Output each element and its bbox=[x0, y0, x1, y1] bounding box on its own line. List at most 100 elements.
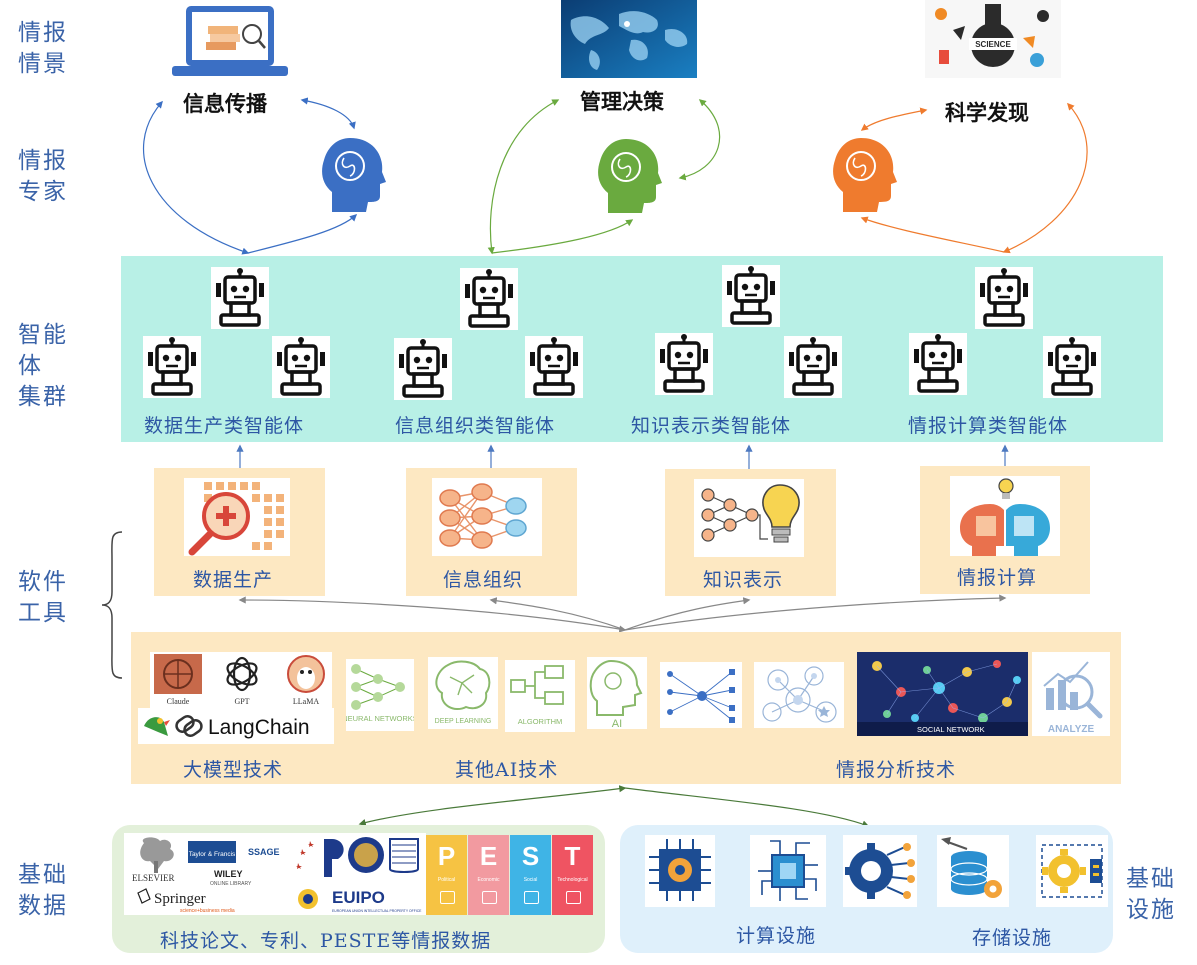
network-graph-icon bbox=[667, 669, 735, 723]
springer-text: Springer bbox=[154, 891, 206, 907]
pest-glyph-icon bbox=[482, 891, 497, 904]
taylor-francis-text: Taylor & Francis bbox=[189, 851, 236, 858]
storage-tile-database bbox=[937, 835, 1009, 907]
springer-sub-text: science+business media bbox=[180, 908, 235, 914]
robot-icon bbox=[394, 338, 452, 404]
robot-icon bbox=[525, 336, 583, 402]
level-expert-line1: 情报 bbox=[18, 148, 68, 174]
agent-label-info-organization: 信息组织类智能体 bbox=[395, 415, 556, 437]
pest-letter: S bbox=[521, 841, 540, 871]
scenario-label-info-dissemination: 信息传播 bbox=[183, 92, 267, 116]
compute-tile-circuit bbox=[750, 835, 826, 907]
tool-image-info-organization bbox=[432, 478, 542, 556]
ai-tile-deep-learning: DEEP LEARNING bbox=[428, 657, 498, 729]
langchain-logo-icon: LangChain bbox=[144, 715, 310, 739]
ai-tile-neural-networks: NEURAL NETWORKS bbox=[342, 659, 418, 731]
level-agents: 智能体 集群 bbox=[18, 320, 88, 413]
analyze-text: ANALYZE bbox=[1048, 724, 1095, 735]
gear-server-icon bbox=[1041, 844, 1103, 898]
robot-icon bbox=[460, 268, 518, 334]
pest-block-economic: E Economic bbox=[468, 835, 509, 915]
pest-glyph-icon bbox=[440, 891, 455, 904]
level-expert: 情报 专家 bbox=[18, 146, 88, 208]
analysis-tile-network bbox=[660, 662, 742, 728]
robot-icon bbox=[784, 336, 842, 402]
base-data-label: 科技论文、专利、PESTE等情报数据 bbox=[160, 930, 492, 952]
level-infra-line2: 设施 bbox=[1126, 897, 1176, 923]
patent-office-logos: EUIPO EUROPEAN UNION INTELLECTUAL PROPER… bbox=[292, 833, 426, 915]
robot-icon bbox=[975, 267, 1033, 333]
llm-logo-llama-text: LLaMA bbox=[293, 697, 319, 706]
brain-head-icon-orange bbox=[833, 138, 897, 212]
network-lightbulb-icon bbox=[701, 484, 800, 543]
llm-logos: Claude GPT LLaMA bbox=[150, 652, 332, 708]
agent-label-intelligence-computing: 情报计算类智能体 bbox=[908, 415, 1069, 437]
sage-text: SSAGE bbox=[248, 847, 280, 857]
pest-word: Political bbox=[437, 877, 456, 883]
gear-network-icon bbox=[845, 843, 915, 899]
level-agents-line1: 智能体 bbox=[18, 322, 68, 379]
llm-logo-claude-text: Claude bbox=[167, 697, 190, 706]
ai-tile-algorithm: ALGORITHM bbox=[505, 660, 575, 732]
ai-tile-neural-networks-text: NEURAL NETWORKS bbox=[346, 714, 414, 723]
analysis-tile-analyze: ANALYZE bbox=[1032, 652, 1110, 736]
level-data-line2: 数据 bbox=[18, 893, 68, 919]
algorithm-icon: ALGORITHM bbox=[510, 665, 564, 726]
tool-image-knowledge-representation bbox=[694, 479, 804, 557]
pest-glyph-icon bbox=[524, 891, 539, 904]
analyze-chart-icon: ANALYZE bbox=[1043, 661, 1103, 735]
level-scenario: 情报 情景 bbox=[18, 18, 88, 80]
pest-letter: P bbox=[437, 841, 456, 871]
elsevier-text: ELSEVIER bbox=[132, 873, 175, 883]
level-expert-line2: 专家 bbox=[18, 179, 68, 205]
neural-network-icon: NEURAL NETWORKS bbox=[342, 664, 418, 723]
two-heads-exchange-icon bbox=[960, 478, 1050, 556]
science-badge-text: SCIENCE bbox=[975, 40, 1011, 49]
pest-glyph-icon bbox=[566, 891, 581, 904]
euipo-text: EUIPO bbox=[332, 888, 385, 907]
ai-tile-ai-text: AI bbox=[612, 718, 622, 729]
circuit-board-icon bbox=[758, 840, 818, 901]
pest-word: Economic bbox=[477, 877, 500, 883]
pest-letter: E bbox=[479, 841, 498, 871]
pest-block-political: P Political bbox=[426, 835, 467, 915]
level-scenario-line1: 情报 bbox=[18, 20, 68, 46]
tool-label-info-organization: 信息组织 bbox=[443, 569, 524, 591]
publisher-logos: ELSEVIER Taylor & Francis SSAGE WILEY ON… bbox=[124, 833, 292, 915]
laptop-icon bbox=[172, 6, 288, 76]
tech-label-intelligence-analysis: 情报分析技术 bbox=[836, 759, 957, 781]
llm-logo-row: Claude GPT LLaMA bbox=[154, 654, 325, 706]
robot-icon bbox=[272, 336, 330, 402]
wiley-sub-text: ONLINE LIBRARY bbox=[210, 881, 252, 887]
robot-icon bbox=[143, 336, 201, 402]
database-gear-icon bbox=[941, 837, 1002, 898]
tool-label-knowledge-representation: 知识表示 bbox=[703, 569, 784, 591]
storage-tile-gear-server bbox=[1036, 835, 1108, 907]
tool-label-intelligence-computing: 情报计算 bbox=[957, 567, 1038, 589]
scenario-label-scientific-discovery: 科学发现 bbox=[945, 101, 1029, 125]
science-icon: SCIENCE bbox=[925, 0, 1061, 78]
brain-head-icon-green bbox=[598, 139, 662, 213]
langchain-logo: LangChain bbox=[138, 708, 334, 744]
scenario-label-management-decision: 管理决策 bbox=[580, 90, 664, 114]
level-agents-line2: 集群 bbox=[18, 384, 68, 410]
ai-tile-deep-learning-text: DEEP LEARNING bbox=[435, 718, 492, 725]
ai-tile-ai: AI bbox=[587, 657, 647, 730]
tool-image-data-production bbox=[184, 478, 290, 556]
level-infra-line1: 基础 bbox=[1126, 866, 1176, 892]
agent-label-data-production: 数据生产类智能体 bbox=[144, 415, 305, 437]
infra-label-storage: 存储设施 bbox=[972, 927, 1053, 949]
publisher-logos-icon: ELSEVIER Taylor & Francis SSAGE WILEY ON… bbox=[132, 837, 280, 914]
level-software-line2: 工具 bbox=[18, 600, 68, 626]
level-software-line1: 软件 bbox=[18, 569, 68, 595]
analysis-tile-clusters bbox=[754, 662, 844, 728]
network-nodes-icon bbox=[439, 483, 527, 549]
compute-tile-chip-gear bbox=[645, 835, 715, 907]
brain-head-icon-blue bbox=[322, 138, 386, 212]
euipo-sub-text: EUROPEAN UNION INTELLECTUAL PROPERTY OFF… bbox=[332, 909, 422, 913]
